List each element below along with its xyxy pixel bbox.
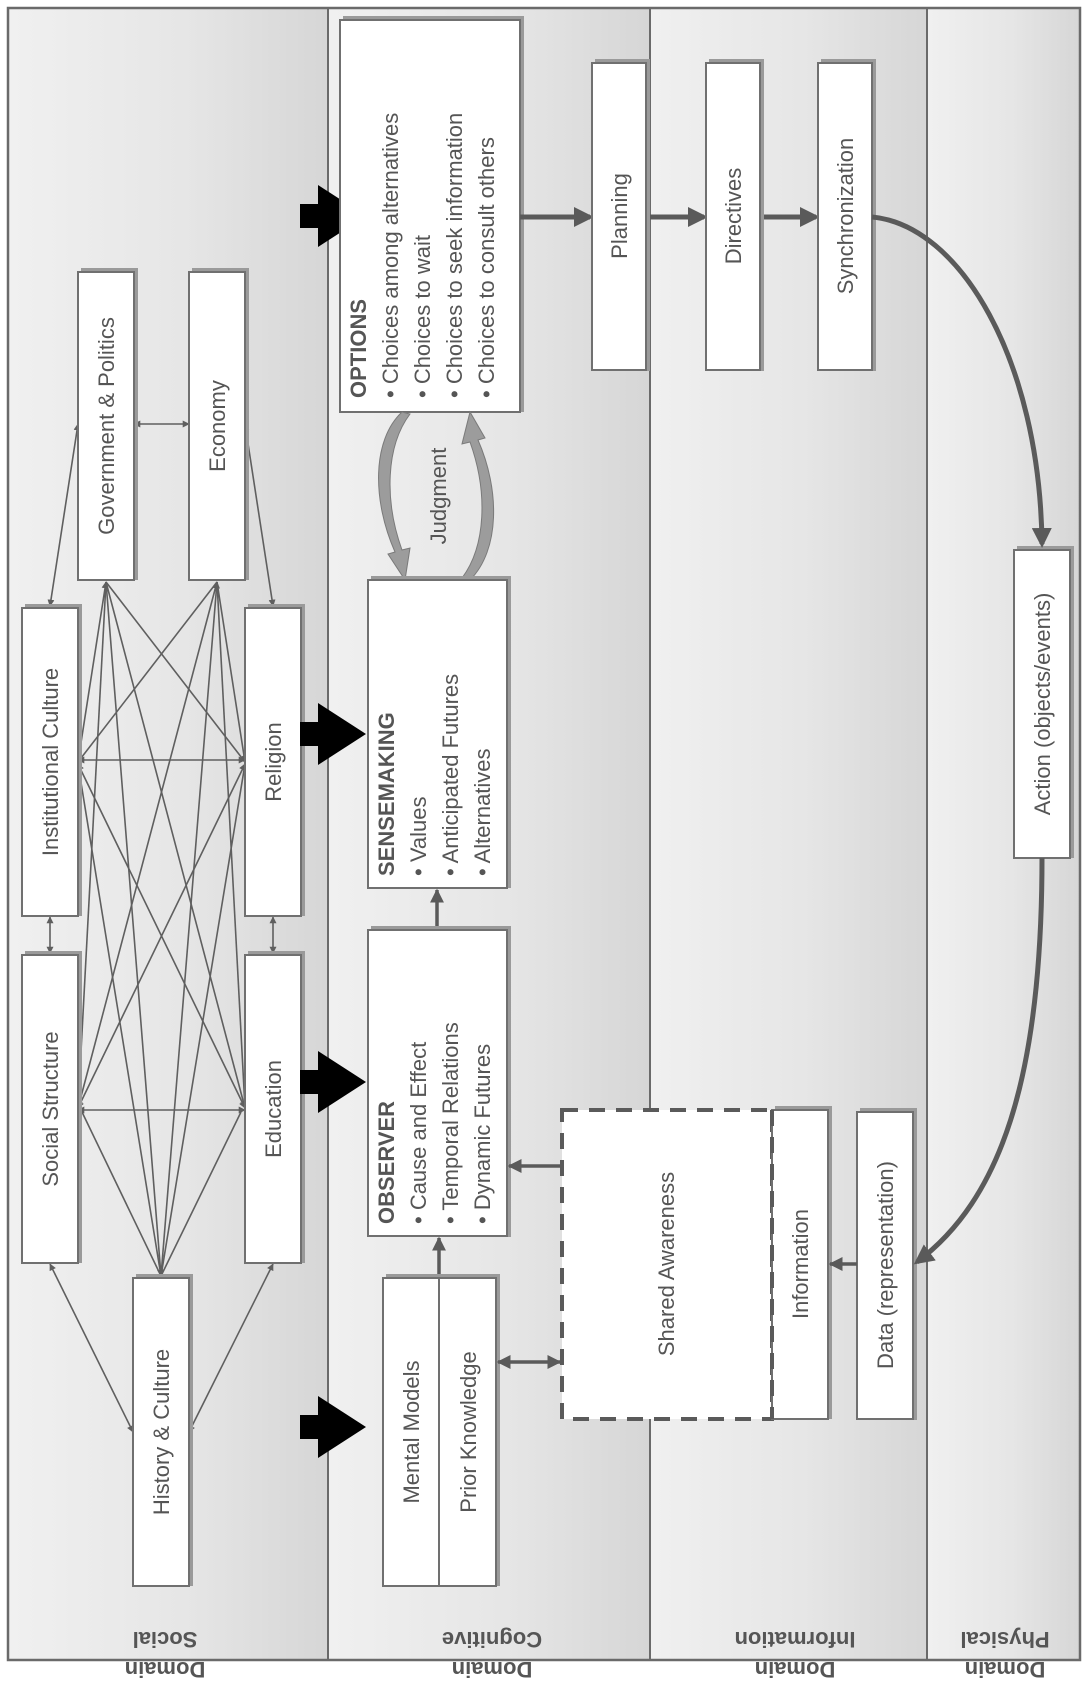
box-social-structure[interactable]: Social Structure (21, 951, 82, 1264)
judgment-label: Judgment (426, 448, 451, 545)
government-politics-label: Government & Politics (94, 317, 119, 535)
connector-inst-gov-outer (47, 423, 81, 607)
judgment-arrow-up-icon (461, 410, 495, 581)
observer-item: • Temporal Relations (438, 1022, 463, 1224)
physical-domain-label-line2: Domain (965, 1657, 1046, 1682)
social-domain-label-line2: Domain (125, 1657, 206, 1682)
information-domain-label: Information Domain (735, 1627, 856, 1682)
planning-label: Planning (607, 173, 632, 259)
options-item: • Choices to seek information (442, 113, 467, 398)
big-arrow-to-sensemaking-icon (300, 703, 366, 765)
connector-socstruct-history (81, 1111, 162, 1277)
cognitive-boxes: OPTIONS • Choices among alternatives • C… (339, 16, 562, 1587)
big-arrow-to-options-icon (300, 185, 366, 247)
connector-gov-inst (77, 581, 109, 763)
observer-title: OBSERVER (374, 1101, 399, 1224)
box-shared-awareness[interactable]: Shared Awareness (560, 1108, 774, 1421)
connector-eco-inst (77, 581, 218, 763)
judgment-arrow-down-icon (378, 411, 411, 582)
information-boxes: Planning Directives Synchronization Shar… (560, 59, 917, 1421)
connector-eco-religion (216, 581, 246, 763)
physical-domain-label-line1: Physical (960, 1627, 1049, 1652)
connector-gov-religion (105, 581, 246, 763)
connector-socstruct-history-outer (49, 1263, 134, 1433)
information-label: Information (788, 1209, 813, 1319)
directives-label: Directives (721, 168, 746, 265)
outer-frame (6, 6, 1082, 1662)
cognitive-domain-label: Cognitive Domain (442, 1627, 542, 1682)
synchronization-label: Synchronization (833, 138, 858, 295)
social-domain-label-line1: Social (133, 1627, 198, 1652)
observer-item: • Cause and Effect (406, 1042, 431, 1224)
information-domain-label-line1: Information (735, 1627, 856, 1652)
options-title: OPTIONS (346, 299, 371, 398)
education-label: Education (261, 1060, 286, 1158)
box-action[interactable]: Action (objects/events) (1013, 546, 1074, 859)
connector-education-history-outer (188, 1263, 274, 1433)
social-structure-label: Social Structure (38, 1031, 63, 1186)
observer-item: • Dynamic Futures (470, 1044, 495, 1224)
box-synchronization[interactable]: Synchronization (817, 59, 876, 371)
options-item: • Choices to consult others (474, 137, 499, 398)
loop-arrows (871, 214, 1052, 1265)
options-item: • Choices to wait (410, 235, 435, 398)
box-observer[interactable]: OBSERVER • Cause and Effect • Temporal R… (367, 926, 511, 1237)
options-item: • Choices among alternatives (378, 113, 403, 398)
connector-education-history (160, 1111, 242, 1277)
emphasis-arrows (300, 185, 366, 1458)
social-boxes: Government & Politics Economy Institutio… (21, 268, 305, 1587)
box-religion[interactable]: Religion (244, 604, 305, 917)
box-planning[interactable]: Planning (591, 59, 650, 371)
box-directives[interactable]: Directives (705, 59, 764, 371)
history-culture-label: History & Culture (149, 1349, 174, 1515)
judgment-cycle: Judgment (378, 410, 495, 582)
big-arrow-to-mental-models-icon (300, 1396, 366, 1458)
box-history-culture[interactable]: History & Culture (132, 1274, 193, 1587)
box-information[interactable]: Information (770, 1106, 832, 1420)
information-domain-label-line2: Domain (755, 1657, 836, 1682)
social-connectors (46, 420, 277, 1433)
economy-label: Economy (205, 380, 230, 472)
physical-domain-label: Physical Domain (960, 1627, 1049, 1682)
box-education[interactable]: Education (244, 951, 305, 1264)
prior-knowledge-label: Prior Knowledge (456, 1351, 481, 1512)
box-government-politics[interactable]: Government & Politics (77, 268, 138, 581)
data-representation-label: Data (representation) (873, 1161, 898, 1369)
arrow-action-to-data (913, 857, 1045, 1265)
physical-boxes: Action (objects/events) (1013, 546, 1074, 859)
box-sensemaking[interactable]: SENSEMAKING • Values • Anticipated Futur… (367, 576, 511, 889)
big-arrow-to-observer-icon (300, 1051, 366, 1113)
arrow-synchronization-to-action (871, 214, 1052, 548)
action-label: Action (objects/events) (1030, 593, 1055, 816)
box-institutional-culture[interactable]: Institutional Culture (21, 604, 82, 917)
institutional-culture-label: Institutional Culture (38, 668, 63, 856)
cognitive-domain-label-line1: Cognitive (442, 1627, 542, 1652)
social-domain-label: Social Domain (125, 1627, 206, 1682)
sensemaking-title: SENSEMAKING (374, 712, 399, 876)
mental-models-label: Mental Models (399, 1360, 424, 1503)
sensemaking-item: • Alternatives (470, 748, 495, 876)
connector-religion-history (160, 763, 246, 1277)
domain-labels: Social Domain Cognitive Domain Informati… (125, 1627, 1050, 1682)
box-economy[interactable]: Economy (188, 268, 249, 581)
religion-label: Religion (261, 722, 286, 802)
box-data-representation[interactable]: Data (representation) (856, 1108, 917, 1420)
box-mental-models-prior-knowledge[interactable]: Mental Models Prior Knowledge (382, 1274, 500, 1587)
sensemaking-item: • Anticipated Futures (438, 674, 463, 876)
connector-religion-socstruct (77, 763, 246, 1109)
connector-religion-eco-outer (242, 423, 276, 607)
connector-inst-history (77, 763, 162, 1277)
shared-awareness-label: Shared Awareness (654, 1172, 679, 1356)
cognitive-domain-label-line2: Domain (452, 1657, 533, 1682)
sensemaking-item: • Values (406, 797, 431, 876)
box-options[interactable]: OPTIONS • Choices among alternatives • C… (339, 16, 524, 413)
